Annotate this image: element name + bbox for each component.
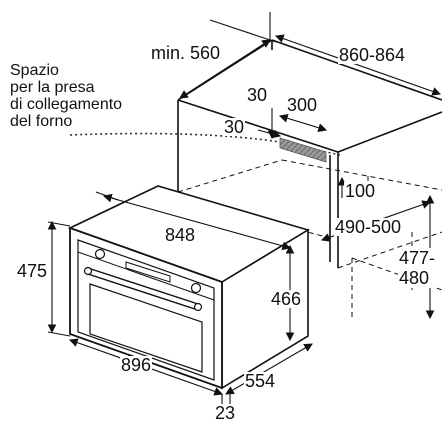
- label-socket-offset-side: 30: [223, 117, 246, 137]
- left-knob: [94, 248, 106, 260]
- right-knob: [190, 282, 202, 294]
- label-gap-100: 100: [344, 181, 377, 201]
- socket-note-line-2: per la presa: [10, 79, 95, 96]
- socket-note-line-1: Spazio: [10, 62, 59, 79]
- socket-note-line-3: di collegamento: [10, 96, 123, 113]
- socket-zone: [279, 137, 327, 163]
- label-cabinet-depth-min: min. 560: [150, 43, 222, 63]
- label-niche-height: 477- 480: [398, 248, 437, 288]
- label-oven-depth: 554: [244, 371, 277, 391]
- label-oven-width-inner: 848: [164, 225, 197, 245]
- label-oven-height-front: 475: [16, 261, 49, 281]
- label-socket-offset-top: 30: [246, 85, 269, 105]
- label-socket-width: 300: [286, 95, 319, 115]
- socket-note: Spazio per la presa di collegamento del …: [10, 62, 122, 130]
- label-front-thickness: 23: [214, 403, 237, 423]
- socket-note-line-4: del forno: [10, 113, 73, 130]
- label-oven-width-front: 896: [120, 355, 153, 375]
- label-niche-depth: 490-500: [334, 217, 403, 237]
- oven: [67, 185, 310, 390]
- label-cabinet-width: 860-864: [338, 45, 407, 65]
- label-oven-height-body: 466: [270, 289, 303, 309]
